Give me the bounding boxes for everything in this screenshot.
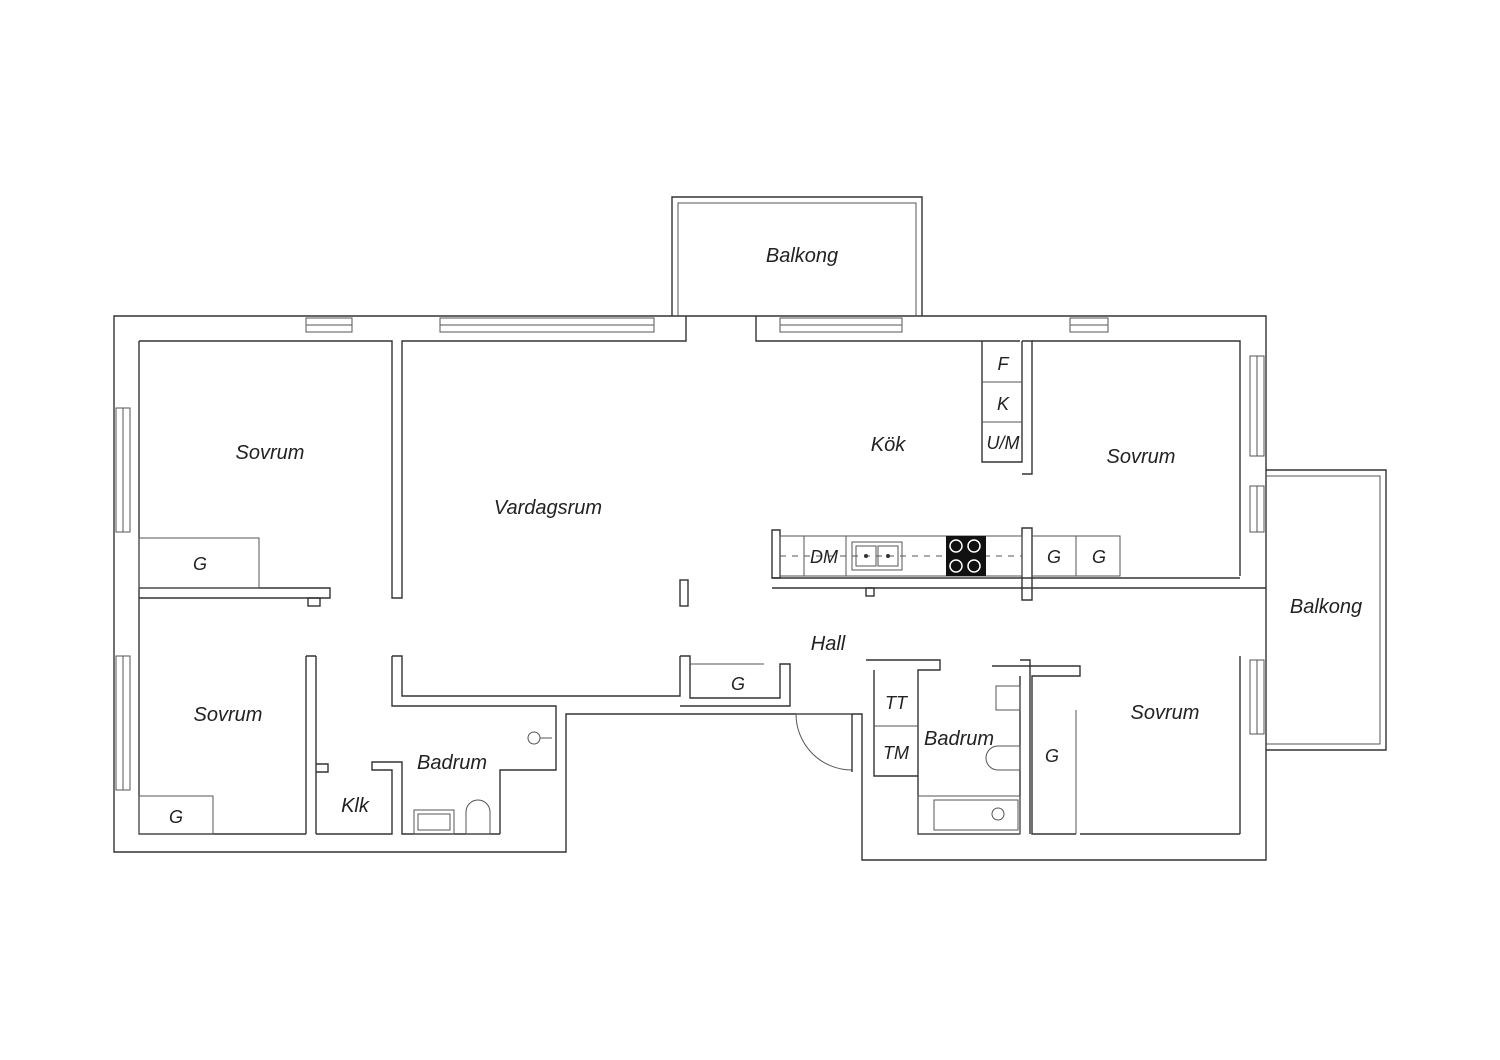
hall-label: Hall xyxy=(811,633,846,655)
balcony-right xyxy=(1266,469,1387,751)
dishwasher-label: DM xyxy=(810,547,838,567)
kitchen-wardrobes xyxy=(1032,535,1121,577)
bath-right-fixtures xyxy=(917,685,1021,835)
bedroom-nw-label: Sovrum xyxy=(236,442,305,464)
bedroom-wardrobes xyxy=(138,537,260,835)
fridge-label: F xyxy=(998,354,1010,374)
bath-left-fixtures xyxy=(413,731,552,835)
dryer-label: TT xyxy=(885,693,909,713)
bath-right-label: Badrum xyxy=(924,728,994,750)
bath-left-label: Badrum xyxy=(417,752,487,774)
washer-label: TM xyxy=(883,743,909,763)
fixture-labels: G G G G G G F K U/M DM TT TM xyxy=(169,354,1106,827)
wardrobe-nw-label: G xyxy=(193,554,207,574)
balcony-top xyxy=(671,196,923,316)
closet-label: Klk xyxy=(341,795,370,817)
balcony-top-label: Balkong xyxy=(766,245,838,267)
shower-icon xyxy=(527,731,552,745)
bedroom-se-label: Sovrum xyxy=(1131,702,1200,724)
stove-icon xyxy=(946,536,986,576)
balcony-right-label: Balkong xyxy=(1290,596,1362,618)
freezer-label: K xyxy=(997,394,1010,414)
wardrobe-sw-label: G xyxy=(169,807,183,827)
interior-walls xyxy=(139,340,1266,835)
kitchen-counter xyxy=(771,529,1023,579)
kitchen-label: Kök xyxy=(871,434,906,456)
windows xyxy=(115,317,1265,791)
wardrobe-se-label: G xyxy=(1045,746,1059,766)
wardrobe-hall-label: G xyxy=(731,674,745,694)
wardrobe-kitchen-2-label: G xyxy=(1092,547,1106,567)
room-labels: Balkong Balkong Sovrum Sovrum Sovrum Sov… xyxy=(194,245,1363,817)
living-room-label: Vardagsrum xyxy=(494,497,602,519)
bedroom-ne-label: Sovrum xyxy=(1107,446,1176,468)
wardrobe-kitchen-1-label: G xyxy=(1047,547,1061,567)
oven-micro-label: U/M xyxy=(987,433,1020,453)
bedroom-sw-label: Sovrum xyxy=(194,704,263,726)
